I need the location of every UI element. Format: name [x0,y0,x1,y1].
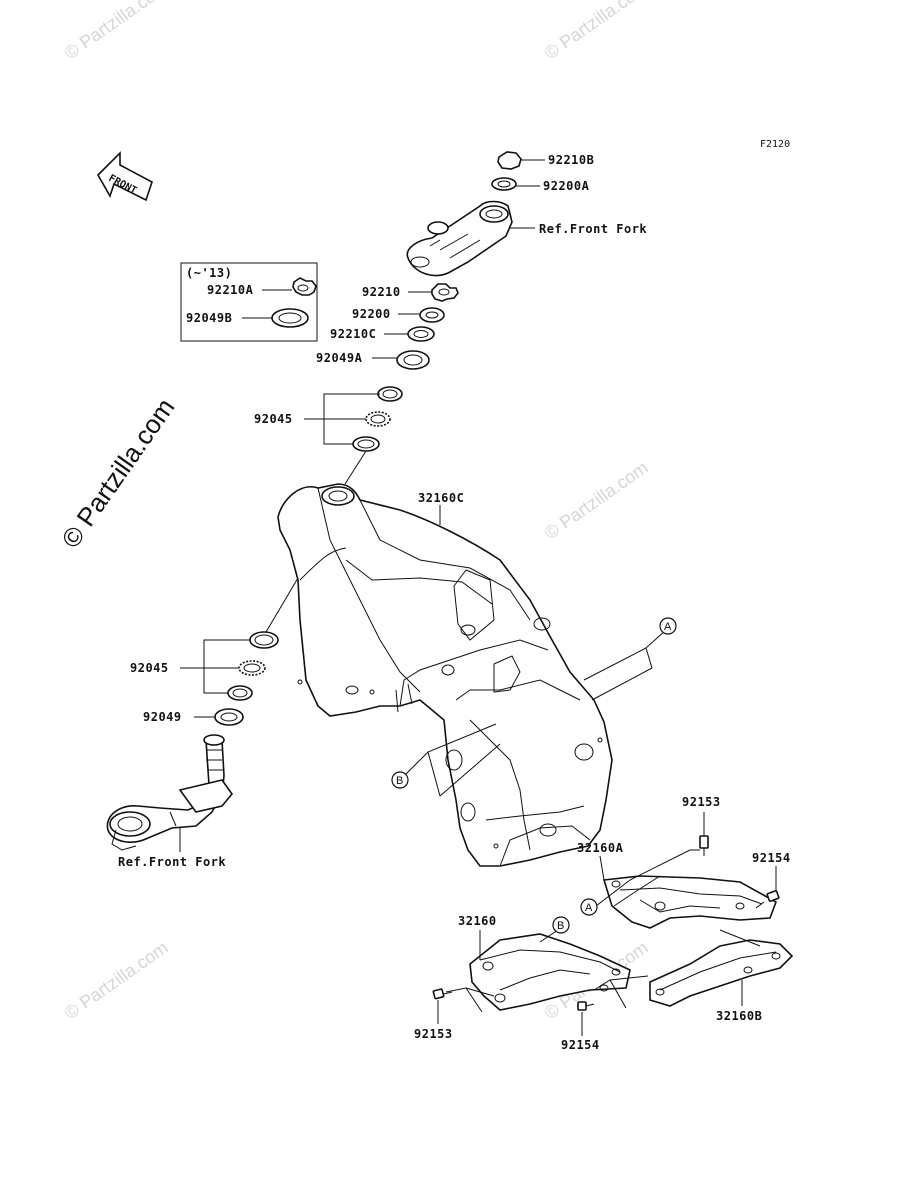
callout-A-bracket: A [580,849,700,916]
inset-title: (~'13) [186,266,232,280]
label-92049A: 92049A [316,351,363,365]
seal-92049 [214,708,244,726]
label-92210B: 92210B [548,153,594,167]
label-92210: 92210 [362,285,401,299]
label-92154-left: 92154 [561,1038,600,1052]
label-92049B: 92049B [186,311,232,325]
bearing-race-lower-upper [249,631,279,649]
inset-box: (~'13) 92210A 92049B [180,262,318,342]
bolt-92154-left [577,1001,595,1011]
svg-text:A: A [585,902,593,914]
svg-text:B: B [396,775,403,787]
steering-stack-lower: 92045 92049 Ref.Front Fork [106,577,299,869]
label-92210A: 92210A [207,283,254,297]
label-92153-right: 92153 [682,795,721,809]
bolt-92153-left [432,988,453,1000]
label-32160C: 32160C [418,491,464,505]
washer-92200 [419,307,445,323]
bearing-race-lower-lower [227,685,253,701]
callout-B-bracket: B [539,916,570,943]
bolt-92153-right [699,835,709,856]
label-92049: 92049 [143,710,182,724]
nut-92210A [292,277,317,296]
bracket-32160B [649,939,794,1007]
steering-stem [106,734,234,851]
bearing-race-upper [377,386,403,402]
bearing-race-lower [352,436,380,452]
label-92153-left: 92153 [414,1027,453,1041]
bearing-upper [365,411,391,427]
label-92045-upper: 92045 [254,412,293,426]
steering-stack-upper: 92210B 92200A Ref.Front Fork 92210 92200 [254,151,647,485]
callout-A-frame: A [583,617,677,701]
washer-92200A [491,177,517,191]
bearing-lower [238,660,266,676]
watermark: © Partzilla.com [541,457,652,543]
label-92045-lower: 92045 [130,661,169,675]
label-32160: 32160 [458,914,497,928]
label-92154-right: 92154 [752,851,791,865]
label-92200A: 92200A [543,179,590,193]
label-92210C: 92210C [330,327,376,341]
label-32160B: 32160B [716,1009,762,1023]
seal-92049A [396,350,430,370]
main-frame-32160C [277,483,613,867]
bracket-32160 [469,933,631,1011]
nut-92210B [497,151,522,170]
watermark-large: © Partzilla.com [55,393,180,554]
label-32160A: 32160A [577,841,624,855]
label-ref-front-fork-lower: Ref.Front Fork [118,855,226,869]
watermark: © Partzilla.com [61,0,172,63]
callout-B-frame: B [391,723,501,797]
bolt-92154-right [755,890,780,909]
nut-92210 [431,283,459,302]
diagram-code: F2120 [760,139,790,150]
watermark: © Partzilla.com [61,937,172,1023]
label-92200: 92200 [352,307,391,321]
svg-text:A: A [664,621,672,633]
bracket-32160A [602,875,777,929]
svg-text:B: B [557,920,564,932]
nut-92210C [407,326,435,342]
watermark: © Partzilla.com [541,0,652,63]
front-arrow-icon: FRONT [97,151,153,202]
seal-92049B [271,308,309,328]
upper-triple-clamp [406,200,513,277]
label-ref-front-fork-upper: Ref.Front Fork [539,222,647,236]
